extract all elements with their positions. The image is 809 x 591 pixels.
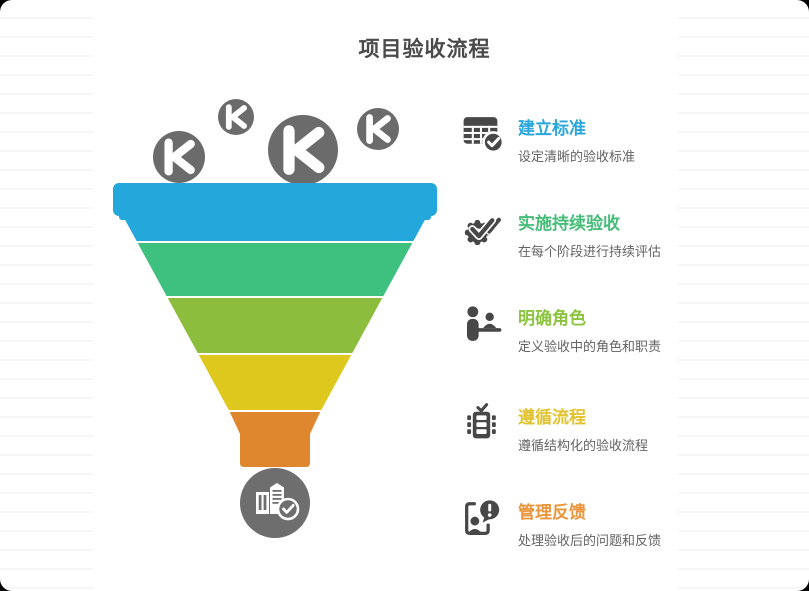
funnel-outcome-badge xyxy=(240,468,310,538)
gear-check-icon xyxy=(464,216,503,246)
funnel-stage-1 xyxy=(113,183,437,241)
funnel-stage-3 xyxy=(167,298,383,353)
item-title: 管理反馈 xyxy=(518,503,586,522)
page-title: 项目验收流程 xyxy=(358,38,491,61)
building-check-icon xyxy=(256,483,300,521)
item-description: 设定清晰的验收标准 xyxy=(518,148,636,164)
k-token-icon xyxy=(357,108,399,150)
funnel-diagram xyxy=(113,99,437,538)
item-description: 遵循结构化的验收流程 xyxy=(518,437,649,453)
people-desk-icon xyxy=(466,306,502,341)
item-title: 实施持续验收 xyxy=(518,214,620,233)
list-item: 遵循流程 遵循结构化的验收流程 xyxy=(458,399,708,453)
item-description: 处理验收后的问题和反馈 xyxy=(518,532,662,548)
table-check-icon xyxy=(463,117,505,154)
list-item: 实施持续验收 在每个阶段进行持续评估 xyxy=(458,205,708,259)
item-description: 在每个阶段进行持续评估 xyxy=(518,243,662,259)
list-item: 建立标准 设定清晰的验收标准 xyxy=(458,110,708,164)
k-token-icon xyxy=(218,99,254,135)
funnel-spout xyxy=(229,412,321,467)
funnel-stage-4 xyxy=(198,355,352,410)
item-title: 明确角色 xyxy=(518,309,586,328)
item-description: 定义验收中的角色和职责 xyxy=(518,338,662,354)
funnel-stage-2 xyxy=(137,243,413,296)
k-token-icon xyxy=(268,115,338,185)
list-item: 明确角色 定义验收中的角色和职责 xyxy=(458,300,708,354)
list-item: 管理反馈 处理验收后的问题和反馈 xyxy=(458,494,708,548)
person-feedback-icon xyxy=(465,500,500,535)
k-token-icon xyxy=(153,131,205,183)
item-title: 建立标准 xyxy=(518,119,586,138)
checklist-icon xyxy=(467,403,496,439)
item-title: 遵循流程 xyxy=(518,408,586,427)
